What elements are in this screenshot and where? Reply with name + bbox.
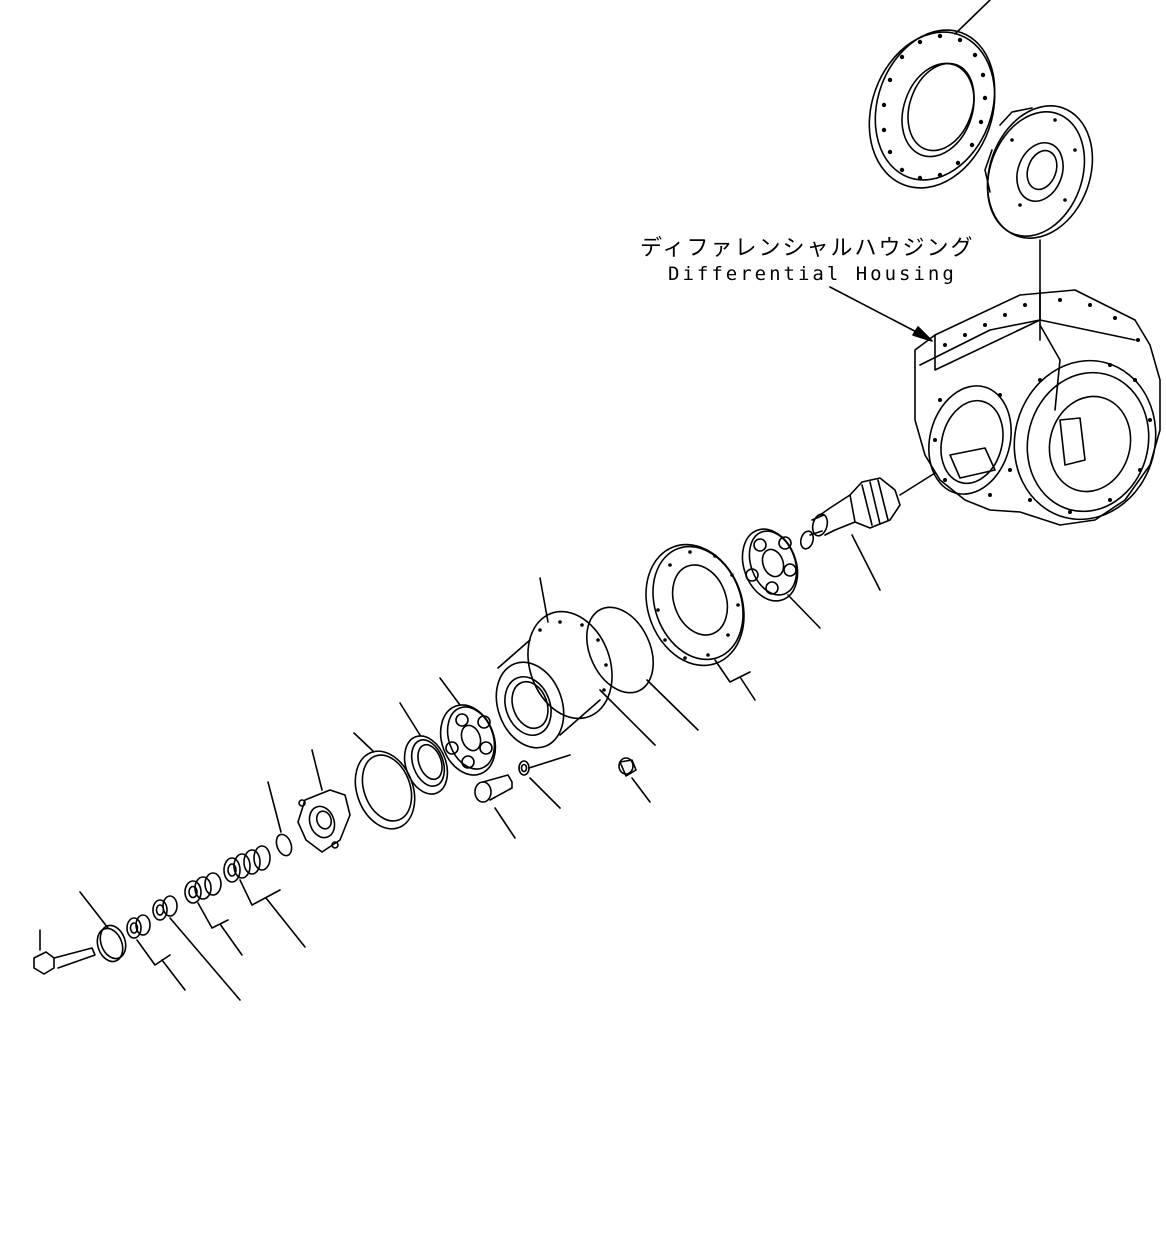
holder-washer — [79, 891, 127, 963]
shim-pack-1 — [126, 914, 186, 991]
cage-bolt — [474, 774, 516, 839]
callout-label-english: Differential Housing — [668, 263, 957, 285]
o-ring — [267, 781, 293, 857]
ring-gear-plate — [868, 0, 996, 189]
main-bolt — [33, 929, 96, 975]
shim-gasket-plate — [645, 543, 756, 701]
coupling-flange — [297, 749, 351, 853]
callout-label-japanese: ディファレンシャルハウジング — [640, 236, 974, 261]
shim-pack-4 — [223, 845, 306, 948]
pinion-cage — [495, 577, 656, 749]
cage-washer — [518, 754, 571, 809]
pinion-gear — [799, 472, 936, 591]
differential-housing — [914, 289, 1161, 526]
retainer-ring — [586, 606, 699, 731]
tapered-bearing-left — [439, 677, 497, 776]
shim-pack-3 — [184, 872, 243, 956]
callout-leader-line — [829, 286, 929, 339]
callout-arrowhead — [912, 326, 933, 342]
ring-gear-bolt-holes — [881, 33, 988, 181]
shim-pack-2 — [152, 895, 241, 1001]
sealant-plug — [618, 757, 651, 803]
housing-bolt-holes — [933, 298, 1152, 514]
oil-seal — [353, 732, 416, 830]
tapered-bearing-right — [741, 528, 821, 629]
